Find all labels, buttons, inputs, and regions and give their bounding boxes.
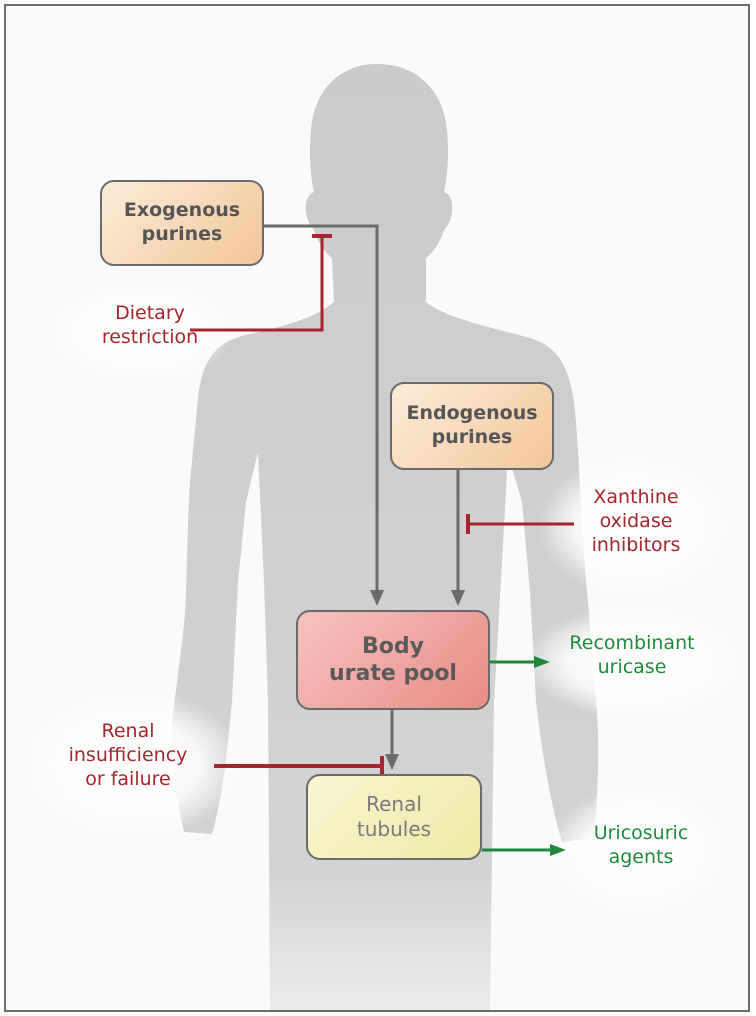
- xanthine-oxidase-inhibitors-label: Xanthine oxidase inhibitors: [566, 486, 706, 557]
- body-urate-pool-box: Body urate pool: [296, 610, 490, 710]
- endogenous-purines-text: Endogenous purines: [406, 402, 537, 450]
- figure-frame: Exogenous purines Endogenous purines Bod…: [4, 4, 750, 1012]
- body-urate-pool-text: Body urate pool: [329, 633, 457, 688]
- renal-tubules-box: Renal tubules: [306, 774, 482, 860]
- uricosuric-agents-label: Uricosuric agents: [566, 822, 716, 870]
- endogenous-purines-box: Endogenous purines: [390, 382, 554, 470]
- exogenous-purines-box: Exogenous purines: [100, 180, 264, 266]
- dietary-restriction-label: Dietary restriction: [94, 302, 206, 350]
- renal-tubules-text: Renal tubules: [357, 792, 431, 842]
- exogenous-purines-text: Exogenous purines: [124, 199, 240, 247]
- recombinant-uricase-label: Recombinant uricase: [542, 632, 722, 680]
- renal-insufficiency-label: Renal insufficiency or failure: [52, 720, 204, 791]
